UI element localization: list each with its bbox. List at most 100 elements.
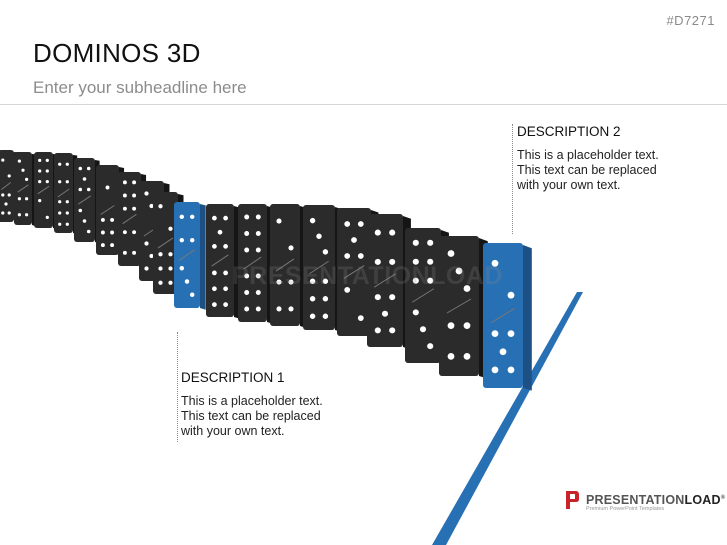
domino-face <box>0 150 14 222</box>
description-2-line: This text can be replaced <box>517 163 657 177</box>
domino <box>54 153 78 235</box>
domino-pip <box>276 218 282 224</box>
domino-pip <box>427 277 434 284</box>
domino-pip <box>244 290 250 295</box>
domino-pip <box>427 343 434 350</box>
domino <box>74 158 100 244</box>
domino <box>14 152 36 227</box>
domino-pip <box>212 215 217 221</box>
domino-pip <box>45 180 49 184</box>
domino-pip <box>223 215 228 221</box>
domino-pip <box>17 213 21 217</box>
domino-pip <box>189 292 195 297</box>
domino-pip <box>255 247 261 253</box>
domino-pip <box>78 208 83 213</box>
domino-pip <box>255 273 261 279</box>
slide-code: #D7271 <box>666 13 715 28</box>
domino-pip <box>374 229 381 236</box>
domino-pip <box>255 231 261 236</box>
domino-pip <box>45 169 49 173</box>
domino-pip <box>412 239 419 246</box>
logo-name-part2: LOAD <box>684 493 721 507</box>
domino-pip <box>168 252 173 257</box>
domino-pip <box>1 211 5 215</box>
domino-pip <box>158 252 163 257</box>
domino-pip <box>389 258 396 265</box>
domino-pip <box>7 193 11 197</box>
domino-pip <box>288 245 294 251</box>
domino-pip <box>189 214 195 220</box>
domino-pip <box>17 197 21 201</box>
domino-divider <box>275 258 295 272</box>
domino-pip <box>507 366 515 374</box>
domino-pip <box>507 330 515 338</box>
domino-pip <box>419 326 427 333</box>
domino-pip <box>374 327 381 334</box>
domino-pip <box>447 322 455 329</box>
domino-pip <box>212 243 217 249</box>
domino-pip <box>58 222 62 226</box>
domino-pip <box>344 253 351 259</box>
slide-subtitle: Enter your subheadline here <box>33 78 247 97</box>
domino-pip <box>58 180 62 184</box>
domino-pip <box>132 206 137 211</box>
domino-pip <box>491 259 499 267</box>
domino-pip <box>144 241 149 246</box>
domino-pip <box>158 204 163 209</box>
domino-pip <box>244 306 250 312</box>
domino-pip <box>427 239 434 246</box>
domino-pip <box>244 273 250 279</box>
domino-pip <box>65 211 69 215</box>
domino-divider <box>178 249 196 261</box>
domino-pip <box>455 267 463 275</box>
domino-pip <box>309 296 316 302</box>
domino-pip <box>122 230 127 235</box>
domino-divider <box>122 213 137 225</box>
domino-pip <box>58 211 62 215</box>
domino-pip <box>168 280 173 285</box>
domino-pip <box>82 177 87 181</box>
domino-pip <box>316 233 322 239</box>
domino-divider <box>373 273 397 288</box>
domino-pip <box>100 217 105 222</box>
domino-pip <box>288 279 294 285</box>
domino-divider <box>157 237 174 249</box>
logo-wordmark: PRESENTATIONLOAD® <box>586 493 725 507</box>
domino-pip <box>344 221 351 227</box>
domino-pip <box>217 229 223 235</box>
domino-pip <box>78 166 83 171</box>
domino-divider <box>343 265 365 279</box>
domino-pip <box>45 215 49 219</box>
domino-row <box>0 150 532 391</box>
domino-side <box>523 245 532 391</box>
watermark: PRESENTATIONLOAD <box>232 262 503 290</box>
domino-pip <box>322 296 329 302</box>
logo-name-part1: PRESENTATION <box>586 493 685 507</box>
domino-pip <box>168 226 173 231</box>
domino-pip <box>58 162 62 166</box>
domino-pip <box>105 185 110 190</box>
domino-pip <box>110 230 115 235</box>
domino-pip <box>389 229 396 236</box>
domino-pip <box>212 286 217 292</box>
domino-pip <box>412 258 419 265</box>
domino-pip <box>244 247 250 253</box>
blue-floor-line <box>432 292 583 545</box>
domino-pip <box>132 250 137 255</box>
domino-pip <box>389 327 396 334</box>
domino-pip <box>255 290 261 295</box>
description-1-line: This text can be replaced <box>181 409 321 423</box>
domino-divider <box>411 288 435 303</box>
domino-pip <box>132 180 137 185</box>
domino-pip <box>100 230 105 235</box>
domino-pip <box>309 313 316 319</box>
domino-highlighted <box>483 243 532 391</box>
domino-pip <box>463 353 471 360</box>
description-2-line: with your own text. <box>517 178 621 192</box>
domino-pip <box>149 203 154 209</box>
domino-pip <box>122 250 127 255</box>
domino-pip <box>58 200 62 204</box>
domino-pip <box>7 211 11 215</box>
domino-pip <box>110 243 115 248</box>
